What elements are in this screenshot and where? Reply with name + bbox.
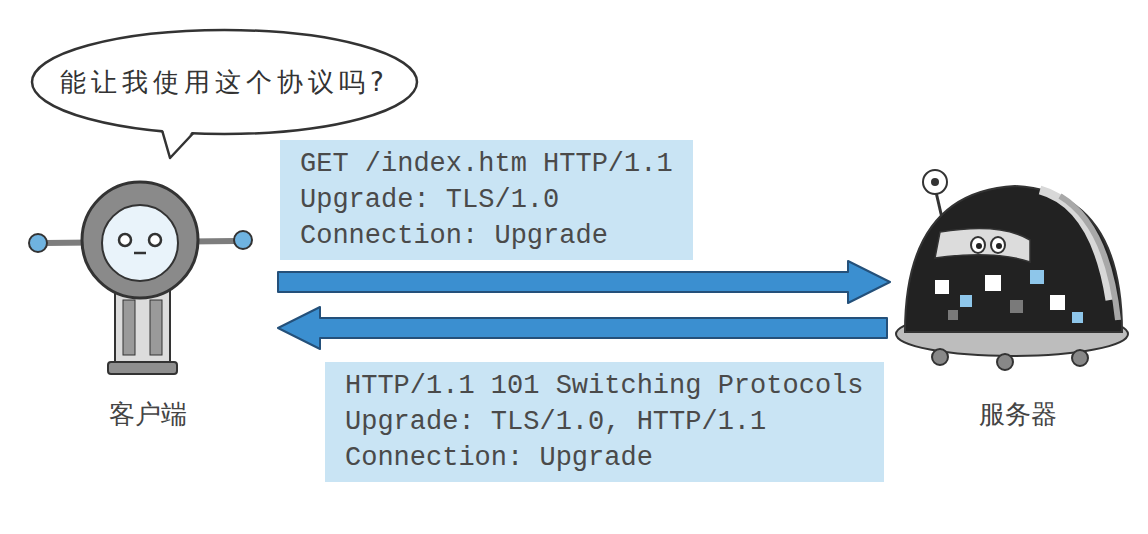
- dome-square: [960, 295, 972, 307]
- dome-square: [1030, 270, 1044, 284]
- dome-square: [1050, 295, 1065, 310]
- bubble-tail-fill: [162, 128, 193, 158]
- dome-square: [1010, 300, 1023, 313]
- robot-wheel: [997, 354, 1013, 370]
- face-band: [935, 228, 1030, 262]
- robot-base: [108, 362, 177, 374]
- robot-eye: [149, 234, 161, 246]
- robot-stripe: [123, 300, 135, 355]
- robot-dome: [905, 186, 1122, 332]
- client-node: 客户端: [25, 170, 270, 440]
- header-line: Connection: Upgrade: [345, 440, 864, 476]
- robot-wheel: [932, 349, 948, 365]
- robot-dish: [923, 170, 947, 194]
- robot-stripe: [150, 300, 162, 355]
- speech-text: 能让我使用这个协议吗?: [60, 65, 389, 100]
- robot-dish-center: [931, 178, 939, 186]
- header-line: Upgrade: TLS/1.0, HTTP/1.1: [345, 404, 864, 440]
- header-line: HTTP/1.1 101 Switching Protocols: [345, 368, 864, 404]
- request-message-box: GET /index.htm HTTP/1.1Upgrade: TLS/1.0C…: [280, 140, 693, 260]
- robot-hand: [234, 231, 252, 249]
- speech-bubble: 能让我使用这个协议吗?: [30, 28, 419, 136]
- robot-pupil: [996, 243, 1002, 249]
- server-robot: [896, 170, 1128, 370]
- actor-label: 服务器: [975, 397, 1061, 432]
- dome-square: [935, 280, 949, 294]
- bubble-tail: [162, 131, 193, 158]
- flow-arrow: [278, 261, 890, 303]
- robot-eye: [991, 237, 1005, 253]
- bubble-ellipse: [32, 30, 417, 134]
- robot-pupil: [976, 243, 982, 249]
- header-line: Upgrade: TLS/1.0: [300, 182, 673, 218]
- dome-square: [1072, 312, 1083, 323]
- robot-hand: [29, 234, 47, 252]
- flow-arrow: [278, 307, 887, 349]
- robot-head: [82, 182, 198, 298]
- header-line: GET /index.htm HTTP/1.1: [300, 146, 673, 182]
- robot-face: [102, 205, 178, 281]
- robot-eye: [119, 234, 131, 246]
- dome-square: [948, 310, 958, 320]
- response-message-box: HTTP/1.1 101 Switching ProtocolsUpgrade:…: [325, 362, 884, 482]
- server-node: 服务器: [895, 160, 1140, 440]
- robot-mouth: [134, 252, 146, 255]
- dome-stripe: [1060, 196, 1118, 320]
- client-robot: [29, 182, 252, 374]
- actor-label: 客户端: [105, 397, 191, 432]
- dome-square: [985, 275, 1001, 291]
- robot-eye: [971, 237, 985, 253]
- robot-wheel: [1072, 350, 1088, 366]
- header-line: Connection: Upgrade: [300, 218, 673, 254]
